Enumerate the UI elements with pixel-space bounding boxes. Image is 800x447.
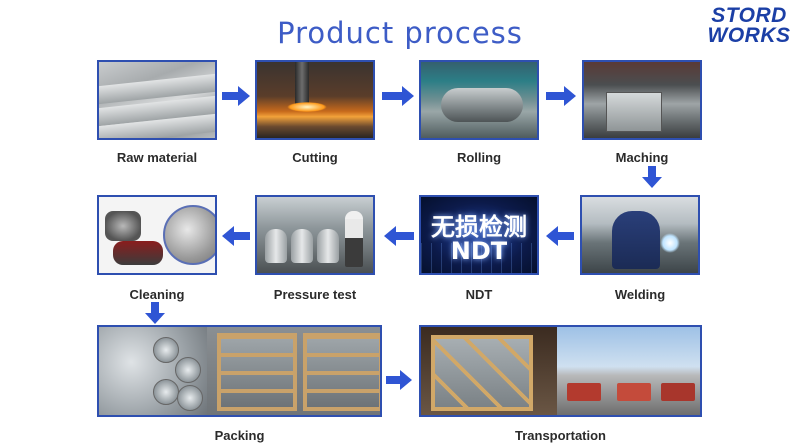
cutting-photo [255, 60, 375, 140]
ndt-photo: 无损检测 NDT [419, 195, 539, 275]
arrow-right-icon [382, 86, 414, 106]
pressure-test-photo [255, 195, 375, 275]
logo-line-2: WORKS [707, 24, 791, 47]
packing-photo [97, 325, 382, 417]
ndt-label: NDT [465, 287, 493, 302]
ndt-image-text-chinese: 无损检测 [431, 213, 527, 241]
pressure-test-label: Pressure test [273, 287, 357, 302]
welding-photo [580, 195, 700, 275]
company-logo: STORD WORKS [701, 4, 797, 47]
rolling-photo [419, 60, 539, 140]
maching-photo [582, 60, 702, 140]
welding-label: Welding [614, 287, 666, 302]
arrow-left-icon [546, 226, 574, 246]
maching-label: Maching [615, 150, 669, 165]
arrow-right-icon [386, 370, 412, 390]
cleaning-label: Cleaning [129, 287, 185, 302]
cutting-label: Cutting [292, 150, 338, 165]
arrow-left-icon [222, 226, 250, 246]
rolling-label: Rolling [456, 150, 502, 165]
arrow-right-icon [546, 86, 576, 106]
packing-label: Packing [214, 428, 265, 443]
page-title: Product process [277, 16, 523, 50]
transportation-label: Transportation [514, 428, 606, 443]
arrow-left-icon [384, 226, 414, 246]
logo-line-1: STORD [711, 4, 787, 27]
arrow-down-icon [145, 302, 165, 324]
transportation-photo [419, 325, 702, 417]
cleaning-photo [97, 195, 217, 275]
arrow-down-icon [642, 166, 662, 188]
raw-material-photo [97, 60, 217, 140]
ndt-image-text: NDT [450, 237, 508, 265]
arrow-right-icon [222, 86, 250, 106]
raw-material-label: Raw material [116, 150, 198, 165]
